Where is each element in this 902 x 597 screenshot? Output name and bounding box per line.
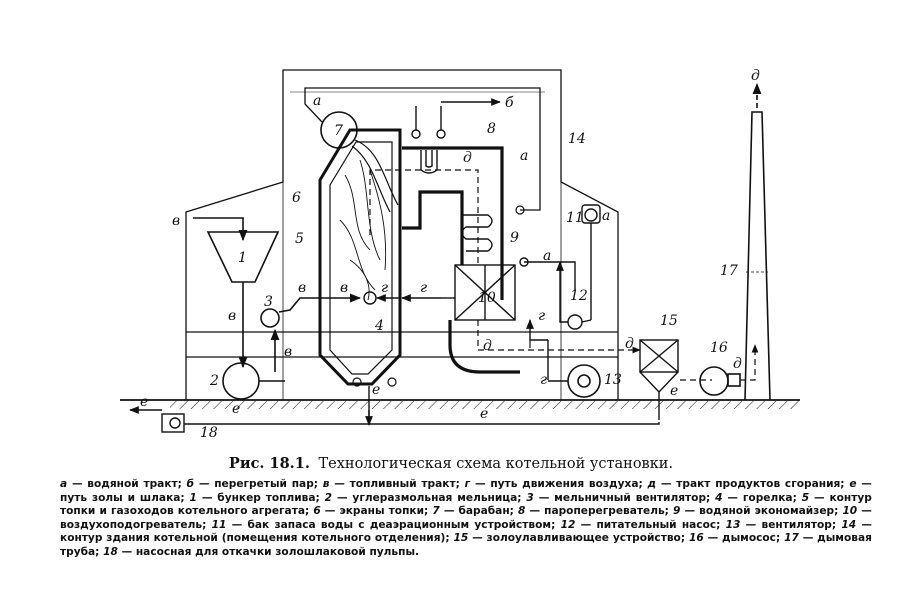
label-12: 12 — [570, 288, 588, 304]
slag-pump-station — [129, 386, 660, 433]
legend-item-4: 4 — горелка; — [715, 491, 797, 504]
legend-item-14: 14 — контур здания котельной (помещения … — [60, 518, 872, 545]
figure-label: Рис. 18.1. — [228, 455, 310, 472]
label-g-burner: г — [381, 280, 388, 296]
gas-duct — [402, 146, 520, 374]
label-e-line: е — [480, 406, 488, 422]
label-v-mill: в — [228, 308, 236, 324]
air-preheater — [401, 264, 549, 380]
label-v-bunker: в — [172, 213, 180, 229]
furnace — [318, 128, 402, 387]
label-9: 9 — [510, 230, 519, 246]
coal-mill — [222, 328, 285, 400]
smoke-exhauster — [699, 366, 741, 396]
legend-item-7: 7 — барабан; — [432, 505, 514, 518]
label-d-exhauster: д — [733, 356, 742, 372]
label-a-pump: а — [543, 248, 551, 264]
figure-legend: а — водяной тракт; б — перегретый пар; в… — [60, 478, 872, 560]
legend-item-16: 16 — дымосос; — [688, 532, 781, 545]
legend-item-6: 6 — экраны топки; — [313, 505, 429, 518]
label-11: 11 — [566, 210, 584, 226]
label-a-economizer: а — [520, 148, 528, 164]
label-15: 15 — [660, 313, 678, 329]
legend-item-a: а — водяной тракт; — [60, 478, 182, 490]
boiler-scheme-diagram: а б д а в в в в в г г г г а а д д д д е … — [120, 68, 800, 441]
label-e-ground: е — [232, 401, 240, 417]
label-18: 18 — [200, 425, 218, 441]
legend-item-11: 11 — бак запаса воды с деаэрационным уст… — [211, 518, 556, 531]
label-2: 2 — [209, 373, 219, 389]
ground-line — [120, 399, 800, 409]
label-3: 3 — [264, 294, 273, 310]
label-v-fan: в — [298, 280, 306, 296]
label-v-burner: в — [340, 280, 348, 296]
label-e-furnace: е — [372, 382, 380, 398]
label-e-collector: е — [670, 383, 678, 399]
legend-item-9: 9 — водяной экономайзер; — [673, 505, 839, 518]
ash-collector — [639, 339, 679, 420]
chimney — [744, 82, 771, 401]
label-v-feed: в — [284, 344, 292, 360]
label-14: 14 — [568, 131, 586, 147]
label-8: 8 — [487, 121, 496, 137]
legend-item-8: 8 — пароперегреватель; — [517, 505, 669, 518]
drum — [304, 87, 541, 215]
legend-item-1: 1 — бункер топлива; — [189, 491, 320, 504]
label-1: 1 — [238, 250, 247, 266]
legend-item-17: 17 — дымовая труба; — [60, 532, 872, 558]
legend-item-e: е — путь золы и шлака; — [60, 478, 872, 504]
label-7: 7 — [334, 123, 343, 139]
building-contour — [185, 69, 619, 400]
label-g-out: г — [538, 308, 545, 324]
label-b-steam: б — [505, 95, 514, 111]
legend-item-18: 18 — насосная для откачки золошлаковой п… — [103, 545, 420, 558]
label-10: 10 — [478, 290, 496, 306]
figure-caption: Рис. 18.1. Технологическая схема котельн… — [0, 455, 902, 472]
label-a-drum: а — [313, 93, 321, 109]
air-fan — [548, 364, 601, 398]
burner — [363, 291, 400, 305]
figure-title: Технологическая схема котельной установк… — [318, 456, 674, 472]
label-g-preheater: г — [420, 280, 427, 296]
label-13: 13 — [604, 372, 622, 388]
label-d-top: д — [463, 150, 472, 166]
water-tank — [556, 204, 601, 330]
label-16: 16 — [710, 340, 728, 356]
fuel-bunker — [193, 217, 280, 369]
legend-item-13: 13 — вентилятор; — [725, 518, 837, 531]
legend-item-12: 12 — питательный насос; — [560, 518, 721, 531]
legend-item-3: 3 — мельничный вентилятор; — [526, 491, 711, 504]
superheater — [411, 98, 501, 174]
label-d-chimney: д — [751, 68, 760, 84]
economizer — [461, 214, 576, 290]
label-5: 5 — [295, 231, 304, 247]
legend-item-2: 2 — углеразмольная мельница; — [324, 491, 522, 504]
label-e-left: е — [140, 394, 148, 410]
flue-gas-path — [369, 169, 759, 381]
legend-item-15: 15 — золоулавливающее устройство; — [453, 532, 686, 545]
mill-fan — [260, 293, 362, 328]
label-d-collector: д — [625, 336, 634, 352]
legend-item-5: 5 — контур топки и газоходов котельного … — [60, 491, 872, 518]
legend-item-d: д — тракт продуктов сгорания; — [647, 478, 845, 490]
label-17: 17 — [720, 263, 738, 279]
legend-item-g: г — путь движения воздуха; — [464, 478, 643, 490]
legend-item-v: в — топливный тракт; — [322, 478, 460, 490]
label-6: 6 — [292, 190, 301, 206]
legend-item-b: б — перегретый пар; — [186, 478, 319, 490]
label-d-preheater: д — [483, 338, 492, 354]
label-a-tank: а — [602, 208, 610, 224]
legend-item-10: 10 — воздухоподогреватель; — [60, 505, 872, 531]
label-g-fan: г — [540, 372, 547, 388]
label-4: 4 — [374, 318, 384, 334]
